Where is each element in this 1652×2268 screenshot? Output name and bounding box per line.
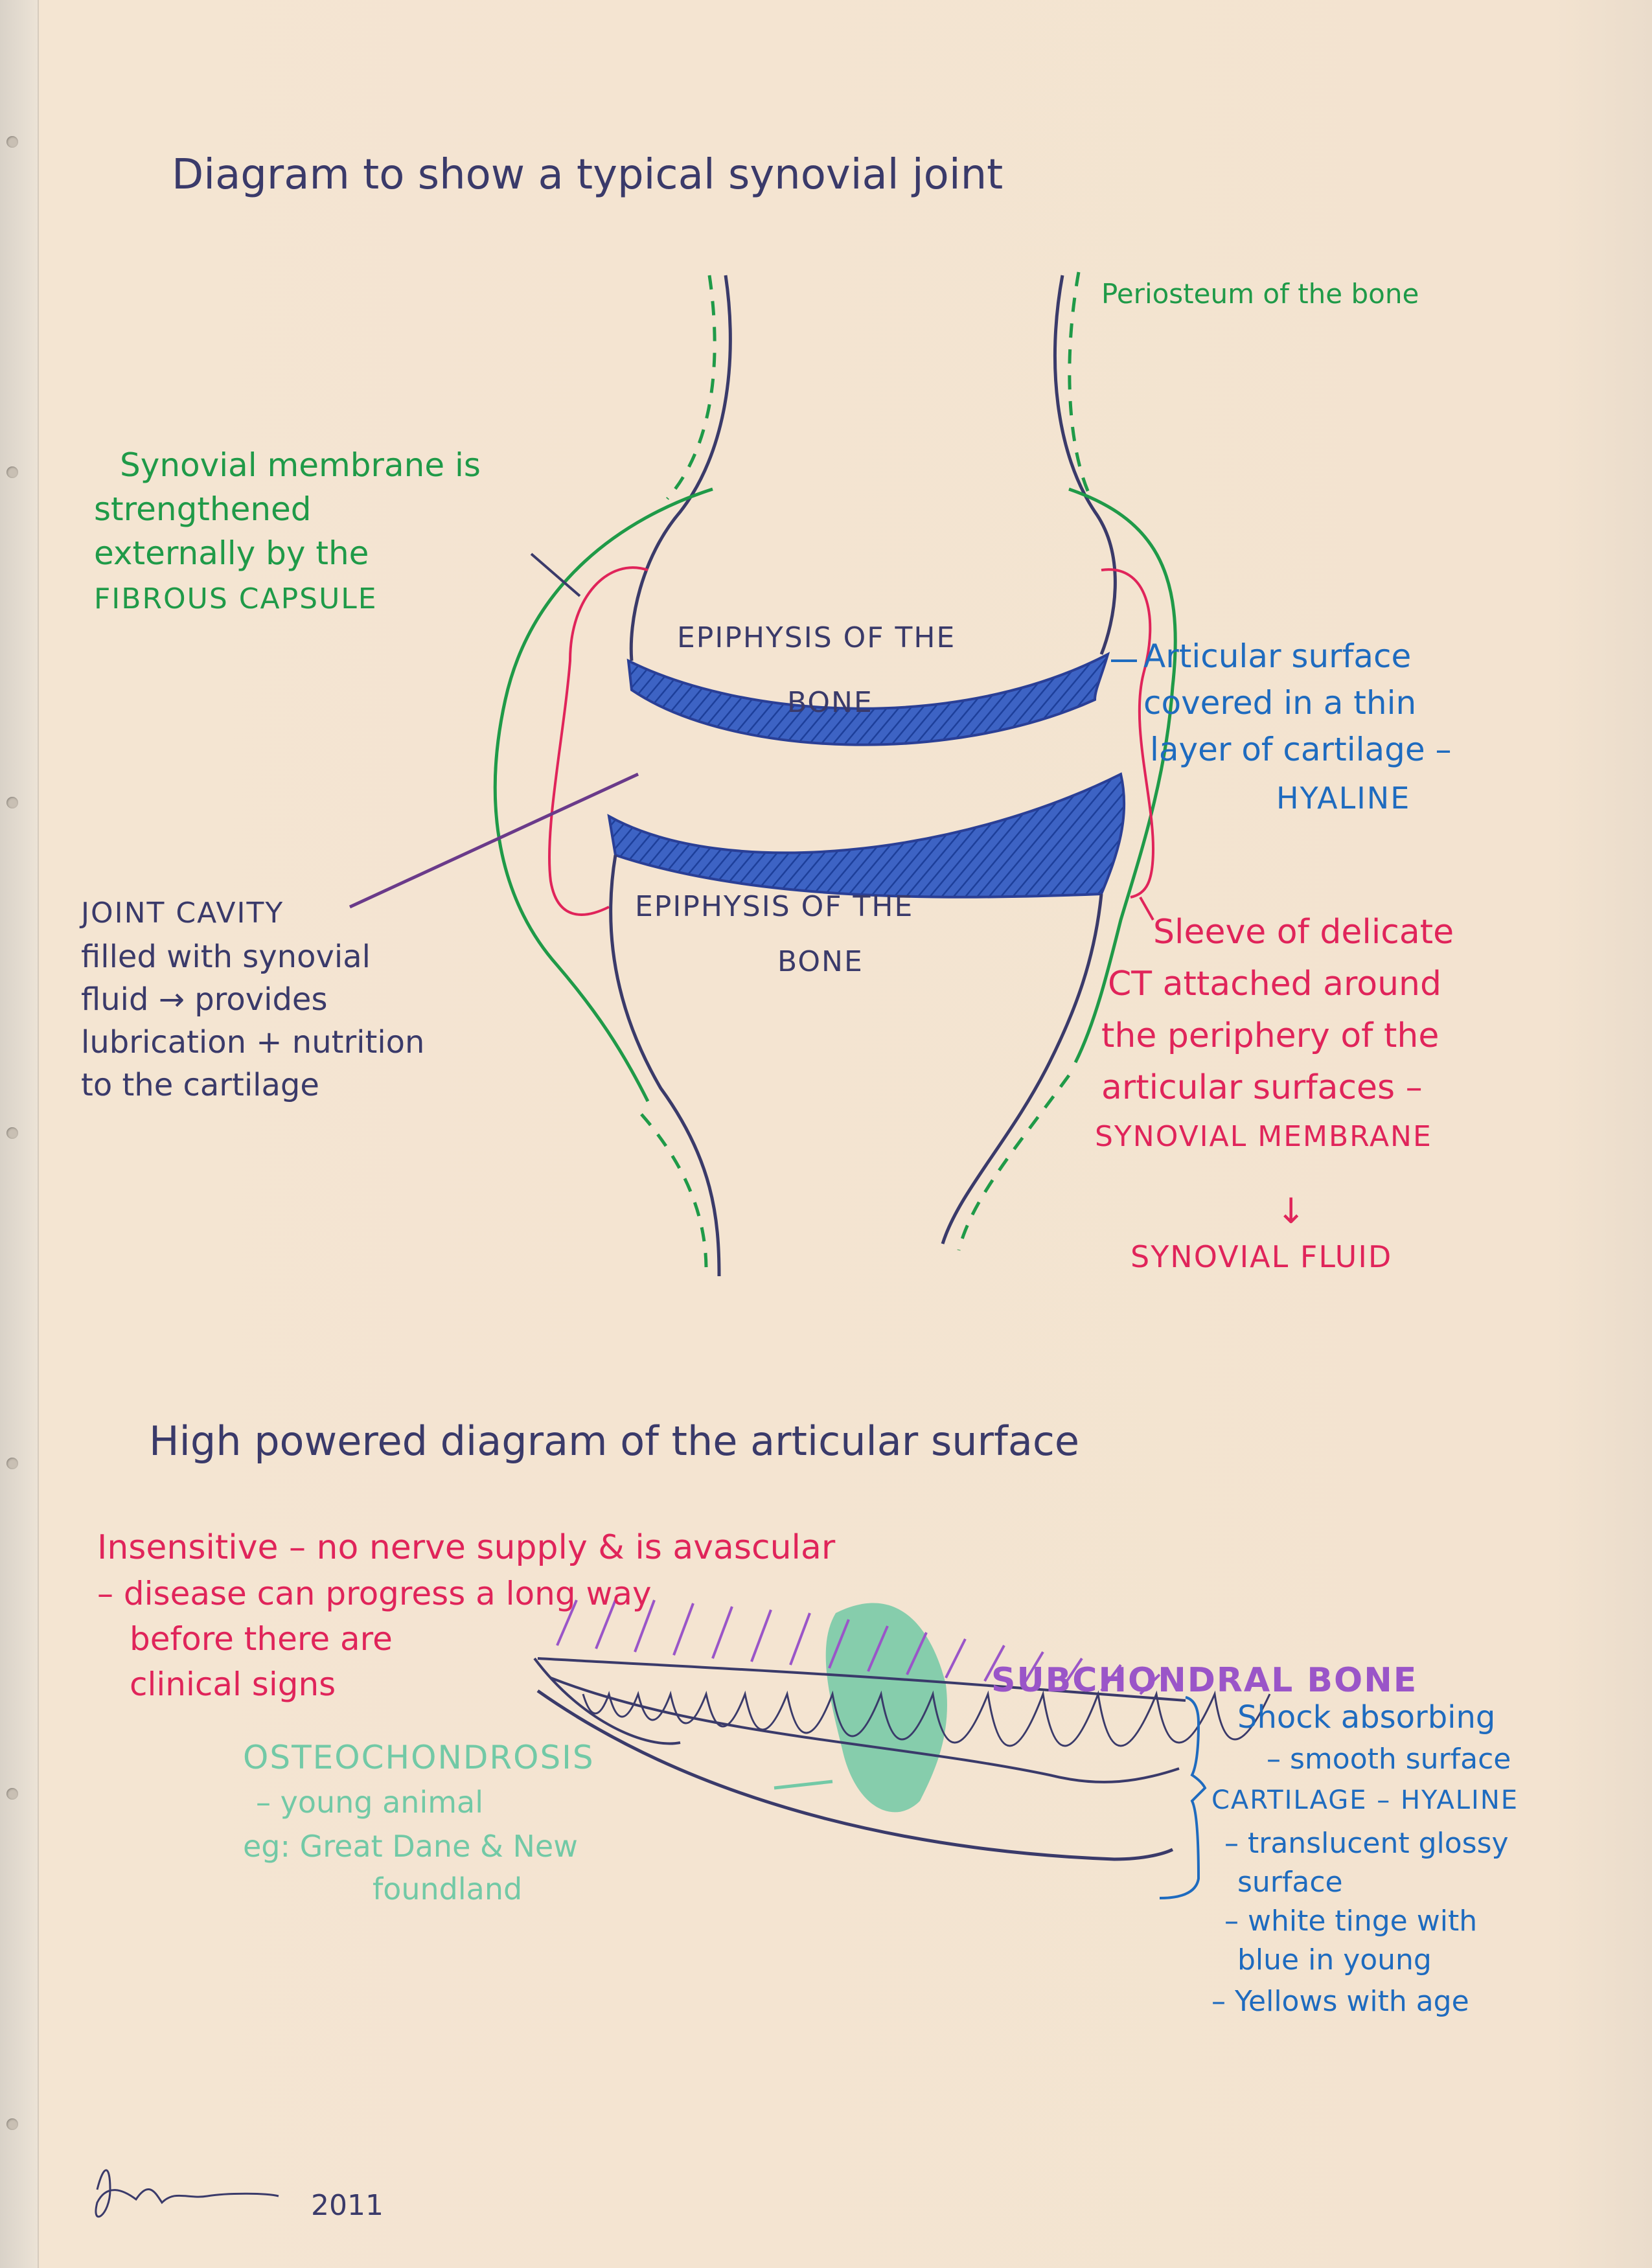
osteochondrosis-text: OSTEOCHONDROSIS bbox=[243, 1739, 595, 1776]
joint-cavity-line: fluid → provides bbox=[81, 981, 328, 1018]
sleeve-line: the periphery of the bbox=[1101, 1016, 1440, 1055]
synovial-membrane-line: strengthened bbox=[94, 490, 312, 528]
osteochondrosis-line: foundland bbox=[373, 1872, 523, 1907]
signature-year: 2011 bbox=[311, 2189, 384, 2222]
upper-bone-outline-left bbox=[629, 275, 732, 661]
upper-articular-cartilage bbox=[626, 652, 1110, 746]
cartilage-note-line: Shock absorbing bbox=[1237, 1699, 1496, 1735]
binder-hole bbox=[6, 1788, 18, 1800]
synovial-fluid-label: SYNOVIAL FLUID bbox=[1130, 1239, 1393, 1274]
epiphysis-top-line-1: EPIPHYSIS OF THE bbox=[677, 621, 956, 654]
lower-bone-outline-left bbox=[609, 854, 721, 1277]
cartilage-hyaline-text: CARTILAGE – HYALINE bbox=[1211, 1785, 1519, 1815]
cartilage-note-line: – white tinge with bbox=[1224, 1905, 1478, 1938]
sleeve-line: Sleeve of delicate bbox=[1153, 913, 1454, 952]
subchondral-hatching bbox=[556, 1599, 1161, 1695]
leader-joint-cavity bbox=[349, 772, 639, 909]
upper-bone-outline-right bbox=[1053, 275, 1117, 655]
joint-cavity-line: JOINT CAVITY bbox=[81, 897, 284, 930]
tidemark-line bbox=[550, 1677, 1180, 1783]
fibrous-capsule-text: FIBROUS CAPSULE bbox=[94, 582, 378, 615]
section-subtitle: High powered diagram of the articular su… bbox=[149, 1417, 1080, 1465]
epiphysis-bottom-line-1: EPIPHYSIS OF THE bbox=[635, 890, 914, 923]
insensitive-line: before there are bbox=[130, 1620, 393, 1658]
chondrocyte-columns bbox=[582, 1690, 1271, 1747]
articular-surface-line: layer of cartilage – bbox=[1150, 731, 1452, 768]
articular-surface-line: Articular surface bbox=[1143, 637, 1412, 675]
signature-scrawl bbox=[95, 2169, 279, 2218]
periosteum-dashes-upper-right bbox=[1068, 271, 1090, 493]
binder-hole bbox=[6, 136, 18, 148]
sleeve-line: CT attached around bbox=[1108, 965, 1442, 1003]
joint-cavity-line: filled with synovial bbox=[81, 939, 371, 975]
synovial-membrane-line: externally by the bbox=[94, 534, 369, 572]
periosteum-text: Periosteum of the bone bbox=[1101, 278, 1419, 310]
cartilage-note-line: – translucent glossy bbox=[1224, 1827, 1509, 1860]
synovial-membrane-left bbox=[548, 566, 648, 916]
binder-hole bbox=[6, 2118, 18, 2130]
synovial-membrane-line: Synovial membrane is bbox=[120, 446, 481, 484]
synovial-membrane-right bbox=[1101, 568, 1155, 899]
cartilage-note-line: surface bbox=[1237, 1866, 1343, 1899]
osteochondrosis-line: – young animal bbox=[256, 1785, 484, 1820]
periosteum-dashes-upper-left bbox=[666, 275, 717, 500]
cartilage-note-line: – smooth surface bbox=[1267, 1743, 1511, 1776]
cartilage-note-line: blue in young bbox=[1237, 1943, 1432, 1976]
bone-cartilage-junction bbox=[537, 1657, 1186, 1702]
articular-surface-line: covered in a thin bbox=[1143, 684, 1417, 722]
lower-articular-cartilage bbox=[607, 772, 1126, 899]
sleeve-line: articular surfaces – bbox=[1101, 1068, 1423, 1107]
cartilage-brace bbox=[1159, 1696, 1207, 1899]
epiphysis-top-line-2: BONE bbox=[787, 686, 873, 719]
cartilage-surface-curve bbox=[536, 1689, 1174, 1861]
osteochondrosis-line: eg: Great Dane & New bbox=[243, 1829, 578, 1864]
binder-hole bbox=[6, 1127, 18, 1139]
binder-hole bbox=[6, 1458, 18, 1469]
leader-synovial-sleeve bbox=[1139, 897, 1154, 921]
subchondral-bone-label: SUBCHONDRAL BONE bbox=[991, 1661, 1418, 1700]
synovial-membrane-caps: SYNOVIAL MEMBRANE bbox=[1095, 1120, 1432, 1153]
joint-cavity-line: to the cartilage bbox=[81, 1067, 319, 1103]
arrow-down-icon: ↓ bbox=[1276, 1191, 1306, 1231]
top-bone-edge bbox=[533, 1657, 681, 1745]
insensitive-line: clinical signs bbox=[130, 1666, 336, 1703]
epiphysis-bottom-line-2: BONE bbox=[777, 945, 864, 978]
leader-osteochondrosis bbox=[774, 1780, 833, 1790]
binder-margin bbox=[0, 0, 39, 2268]
insensitive-line: Insensitive – no nerve supply & is avasc… bbox=[97, 1528, 836, 1567]
insensitive-line: – disease can progress a long way bbox=[97, 1575, 652, 1612]
page-title: Diagram to show a typical synovial joint bbox=[172, 151, 1004, 199]
fibrous-capsule-right bbox=[1068, 487, 1177, 1064]
binder-hole bbox=[6, 466, 18, 478]
fibrous-capsule-left bbox=[493, 487, 713, 1103]
periosteum-dashes-lower-left bbox=[640, 1113, 708, 1270]
binder-hole bbox=[6, 797, 18, 808]
cartilage-note-line: – Yellows with age bbox=[1211, 1985, 1469, 2018]
periosteum-dashes-lower-right bbox=[957, 1074, 1071, 1251]
hyaline-text: HYALINE bbox=[1276, 781, 1411, 816]
lower-bone-outline-right bbox=[941, 893, 1103, 1244]
joint-cavity-line: lubrication + nutrition bbox=[81, 1024, 425, 1060]
leader-synovial-membrane bbox=[530, 553, 581, 597]
